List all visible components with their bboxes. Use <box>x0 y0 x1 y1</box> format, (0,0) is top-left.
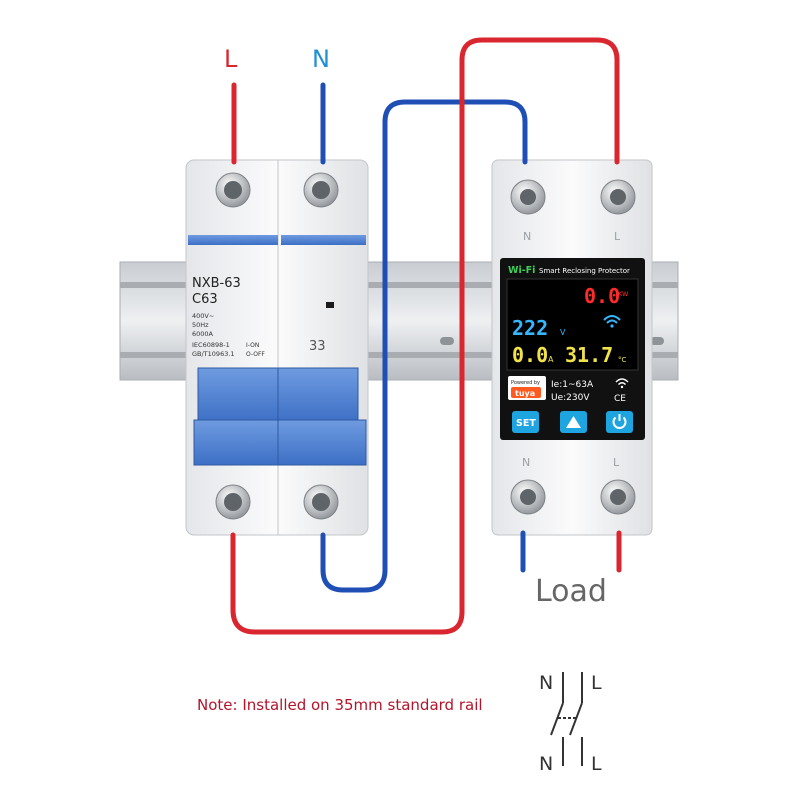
voltage-unit: V <box>560 328 566 337</box>
breaker-model: NXB-63 <box>192 276 241 291</box>
power-button[interactable] <box>606 411 633 433</box>
schematic-bottom-n: N <box>539 753 553 775</box>
neutral-link-wire <box>320 99 528 593</box>
temp-reading: 31.7 <box>565 343 613 367</box>
wifi-icon <box>615 378 629 389</box>
wifi-signal-icon <box>603 315 621 328</box>
set-button-label: SET <box>516 418 536 429</box>
voltage-reading: 222 <box>512 316 548 340</box>
protector-top-terminal-l: L <box>614 230 621 243</box>
temp-unit: °C <box>618 356 627 364</box>
neutral-label: N <box>312 45 330 73</box>
line-label: L <box>224 45 238 73</box>
circuit-breaker: NXB-63 C63 400V~ 50Hz 6000A IEC60898-1 G… <box>185 159 369 536</box>
protector-bottom-terminal-n: N <box>522 456 530 469</box>
protector-title: Smart Reclosing Protector <box>539 267 630 275</box>
up-button[interactable] <box>560 411 587 433</box>
schematic-bottom-l: L <box>591 753 602 775</box>
lcd-display <box>506 278 639 371</box>
power-icon <box>612 414 627 429</box>
ce-mark: CE <box>614 394 626 404</box>
schematic-top-l: L <box>591 672 602 694</box>
current-range: Ie:1~63A <box>551 380 594 390</box>
current-unit: A <box>548 355 554 364</box>
tuya-brand: tuya <box>515 389 535 398</box>
power-unit: KW <box>618 290 629 298</box>
smart-protector: N L Wi-Fi Smart Reclosing Protector 0.0 … <box>491 159 653 536</box>
wifi-label: Wi-Fi <box>508 265 535 276</box>
breaker-spec-2: 50Hz <box>192 321 209 329</box>
arrow-up-icon <box>566 416 581 428</box>
rated-voltage: Ue:230V <box>551 393 590 403</box>
load-label: Load <box>535 574 607 609</box>
schematic-top-n: N <box>539 672 553 694</box>
powered-by-label: Powered by <box>511 380 540 386</box>
set-button[interactable]: SET <box>512 411 539 433</box>
tuya-logo <box>511 387 541 398</box>
switch-schematic: N L N L <box>539 672 602 775</box>
breaker-switch-off: O-OFF <box>246 351 265 358</box>
current-reading: 0.0 <box>512 343 548 367</box>
breaker-standard-1: IEC60898-1 <box>192 341 230 349</box>
breaker-standard-2: GB/T10963.1 <box>192 350 235 358</box>
protector-top-terminal-n: N <box>523 230 531 243</box>
breaker-pole-mark: 33 <box>309 339 326 354</box>
live-link-wire <box>230 37 620 635</box>
breaker-switch-on: I-ON <box>246 342 259 349</box>
wiring <box>230 37 622 635</box>
protector-bottom-terminal-l: L <box>613 456 620 469</box>
breaker-spec-3: 6000A <box>192 330 214 338</box>
installation-note: Note: Installed on 35mm standard rail <box>197 696 483 714</box>
breaker-spec-1: 400V~ <box>192 312 214 320</box>
breaker-rating: C63 <box>192 292 218 307</box>
power-reading: 0.0 <box>584 284 620 308</box>
